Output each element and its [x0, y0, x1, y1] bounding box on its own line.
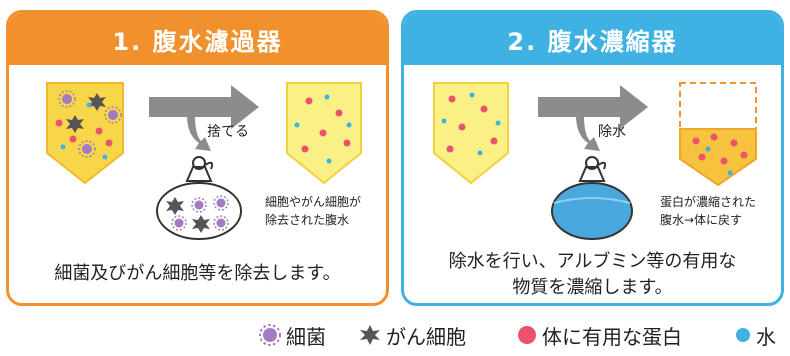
protein-dot [343, 139, 351, 147]
concentrator-note-line-1: 蛋白が濃縮された [660, 195, 757, 209]
protein-dot [95, 127, 103, 135]
protein-dot [301, 145, 309, 153]
cancer-cell-icon [192, 215, 210, 233]
cancer-cell-icon [66, 115, 84, 133]
water-dot [324, 94, 330, 100]
water-dot [86, 102, 92, 108]
protein-dot [105, 139, 113, 147]
filter-panel: 1. 腹水濾過器 [6, 10, 389, 306]
filter-panel-body: 捨てる 細胞やがん細胞が 除去された腹水 細菌及びがん細胞等を除去します。 [9, 65, 386, 303]
protein-dot [698, 153, 706, 161]
protein-dot [69, 135, 77, 143]
water-bag [551, 156, 633, 240]
concentrator-panel-body: 除水 蛋白が濃縮された 腹水→体に戻す 除水を行い、アルブミン等の有用な 物質を… [404, 65, 781, 303]
protein-dot [710, 133, 718, 141]
protein-dot [335, 109, 343, 117]
discard-label: 捨てる [207, 124, 249, 140]
concentrator-summary: 除水を行い、アルブミン等の有用な 物質を濃縮します。 [404, 249, 781, 301]
flow-arrow [149, 85, 259, 129]
filter-summary: 細菌及びがん細胞等を除去します。 [54, 263, 341, 284]
bacteria-icon [78, 140, 96, 158]
protein-dot [446, 145, 454, 153]
filter-panel-title: 1. 腹水濾過器 [9, 13, 386, 65]
flow-arrow [538, 85, 648, 129]
filter-illustration [46, 82, 362, 240]
concentrator-summary-line-1: 除水を行い、アルブミン等の有用な [448, 251, 737, 272]
concentrator-panel-title: 2. 腹水濃縮器 [404, 13, 781, 65]
legend-cancer-cell: がん細胞 [358, 320, 466, 350]
protein-dot [55, 119, 63, 127]
protein-dot [740, 151, 748, 159]
concentrator-note: 蛋白が濃縮された 腹水→体に戻す [660, 193, 756, 229]
water-dot [60, 144, 66, 150]
protein-dot [305, 97, 313, 105]
filter-note-line-1: 細胞やがん細胞が [265, 195, 362, 209]
bacteria-icon [259, 324, 281, 346]
water-dot [346, 122, 352, 128]
protein-dot [480, 105, 488, 113]
water-dot [441, 118, 447, 124]
discard-arrow [187, 115, 211, 151]
bacteria-icon [213, 215, 229, 231]
bacteria-icon [104, 106, 122, 124]
legend-bacteria-label: 細菌 [286, 324, 326, 349]
legend-water-label: 水 [756, 324, 776, 349]
bacteria-icon [213, 195, 229, 211]
protein-dot-icon [518, 326, 536, 344]
protein-dot [448, 95, 456, 103]
concentrator-illustration [433, 82, 757, 240]
legend-water: 水 [734, 320, 776, 350]
water-removal-arrow [576, 115, 600, 151]
concentrator-summary-line-2: 物質を濃縮します。 [512, 277, 673, 298]
concentrated-bag-empty [679, 82, 757, 130]
protein-dot [692, 137, 700, 145]
legend-bacteria: 細菌 [258, 320, 326, 350]
water-dot [705, 146, 711, 152]
cancer-cell-icon [166, 197, 184, 215]
water-dot-icon [736, 328, 750, 342]
water-dot [477, 150, 483, 156]
protein-dot [319, 129, 327, 137]
bacteria-icon [171, 215, 187, 231]
protein-dot [730, 139, 738, 147]
cancer-cell-icon [360, 325, 380, 345]
water-dot [294, 122, 300, 128]
filter-note-line-2: 除去された腹水 [265, 213, 350, 227]
concentrator-panel: 2. 腹水濃縮器 [401, 10, 784, 306]
water-dot [727, 170, 733, 176]
filtered-ascites-bag [433, 82, 509, 185]
legend-protein: 体に有用な蛋白 [516, 320, 682, 350]
concentrator-note-line-2: 腹水→体に戻す [660, 213, 743, 227]
filter-note: 細胞やがん細胞が 除去された腹水 [265, 193, 361, 229]
legend-protein-label: 体に有用な蛋白 [542, 324, 682, 349]
cancer-cell-icon [88, 93, 106, 111]
water-dot [326, 158, 332, 164]
protein-dot [720, 157, 728, 165]
water-dot [495, 120, 501, 126]
water-dot [469, 92, 475, 98]
water-removal-label: 除水 [598, 124, 626, 140]
bacteria-icon [191, 197, 207, 213]
legend-cancer-cell-label: がん細胞 [386, 324, 466, 349]
protein-dot [490, 137, 498, 145]
bacteria-icon [58, 90, 76, 108]
legend: 細菌 がん細胞 体に有用な蛋白 水 [0, 320, 790, 350]
water-dot [102, 154, 108, 160]
protein-dot [458, 123, 466, 131]
